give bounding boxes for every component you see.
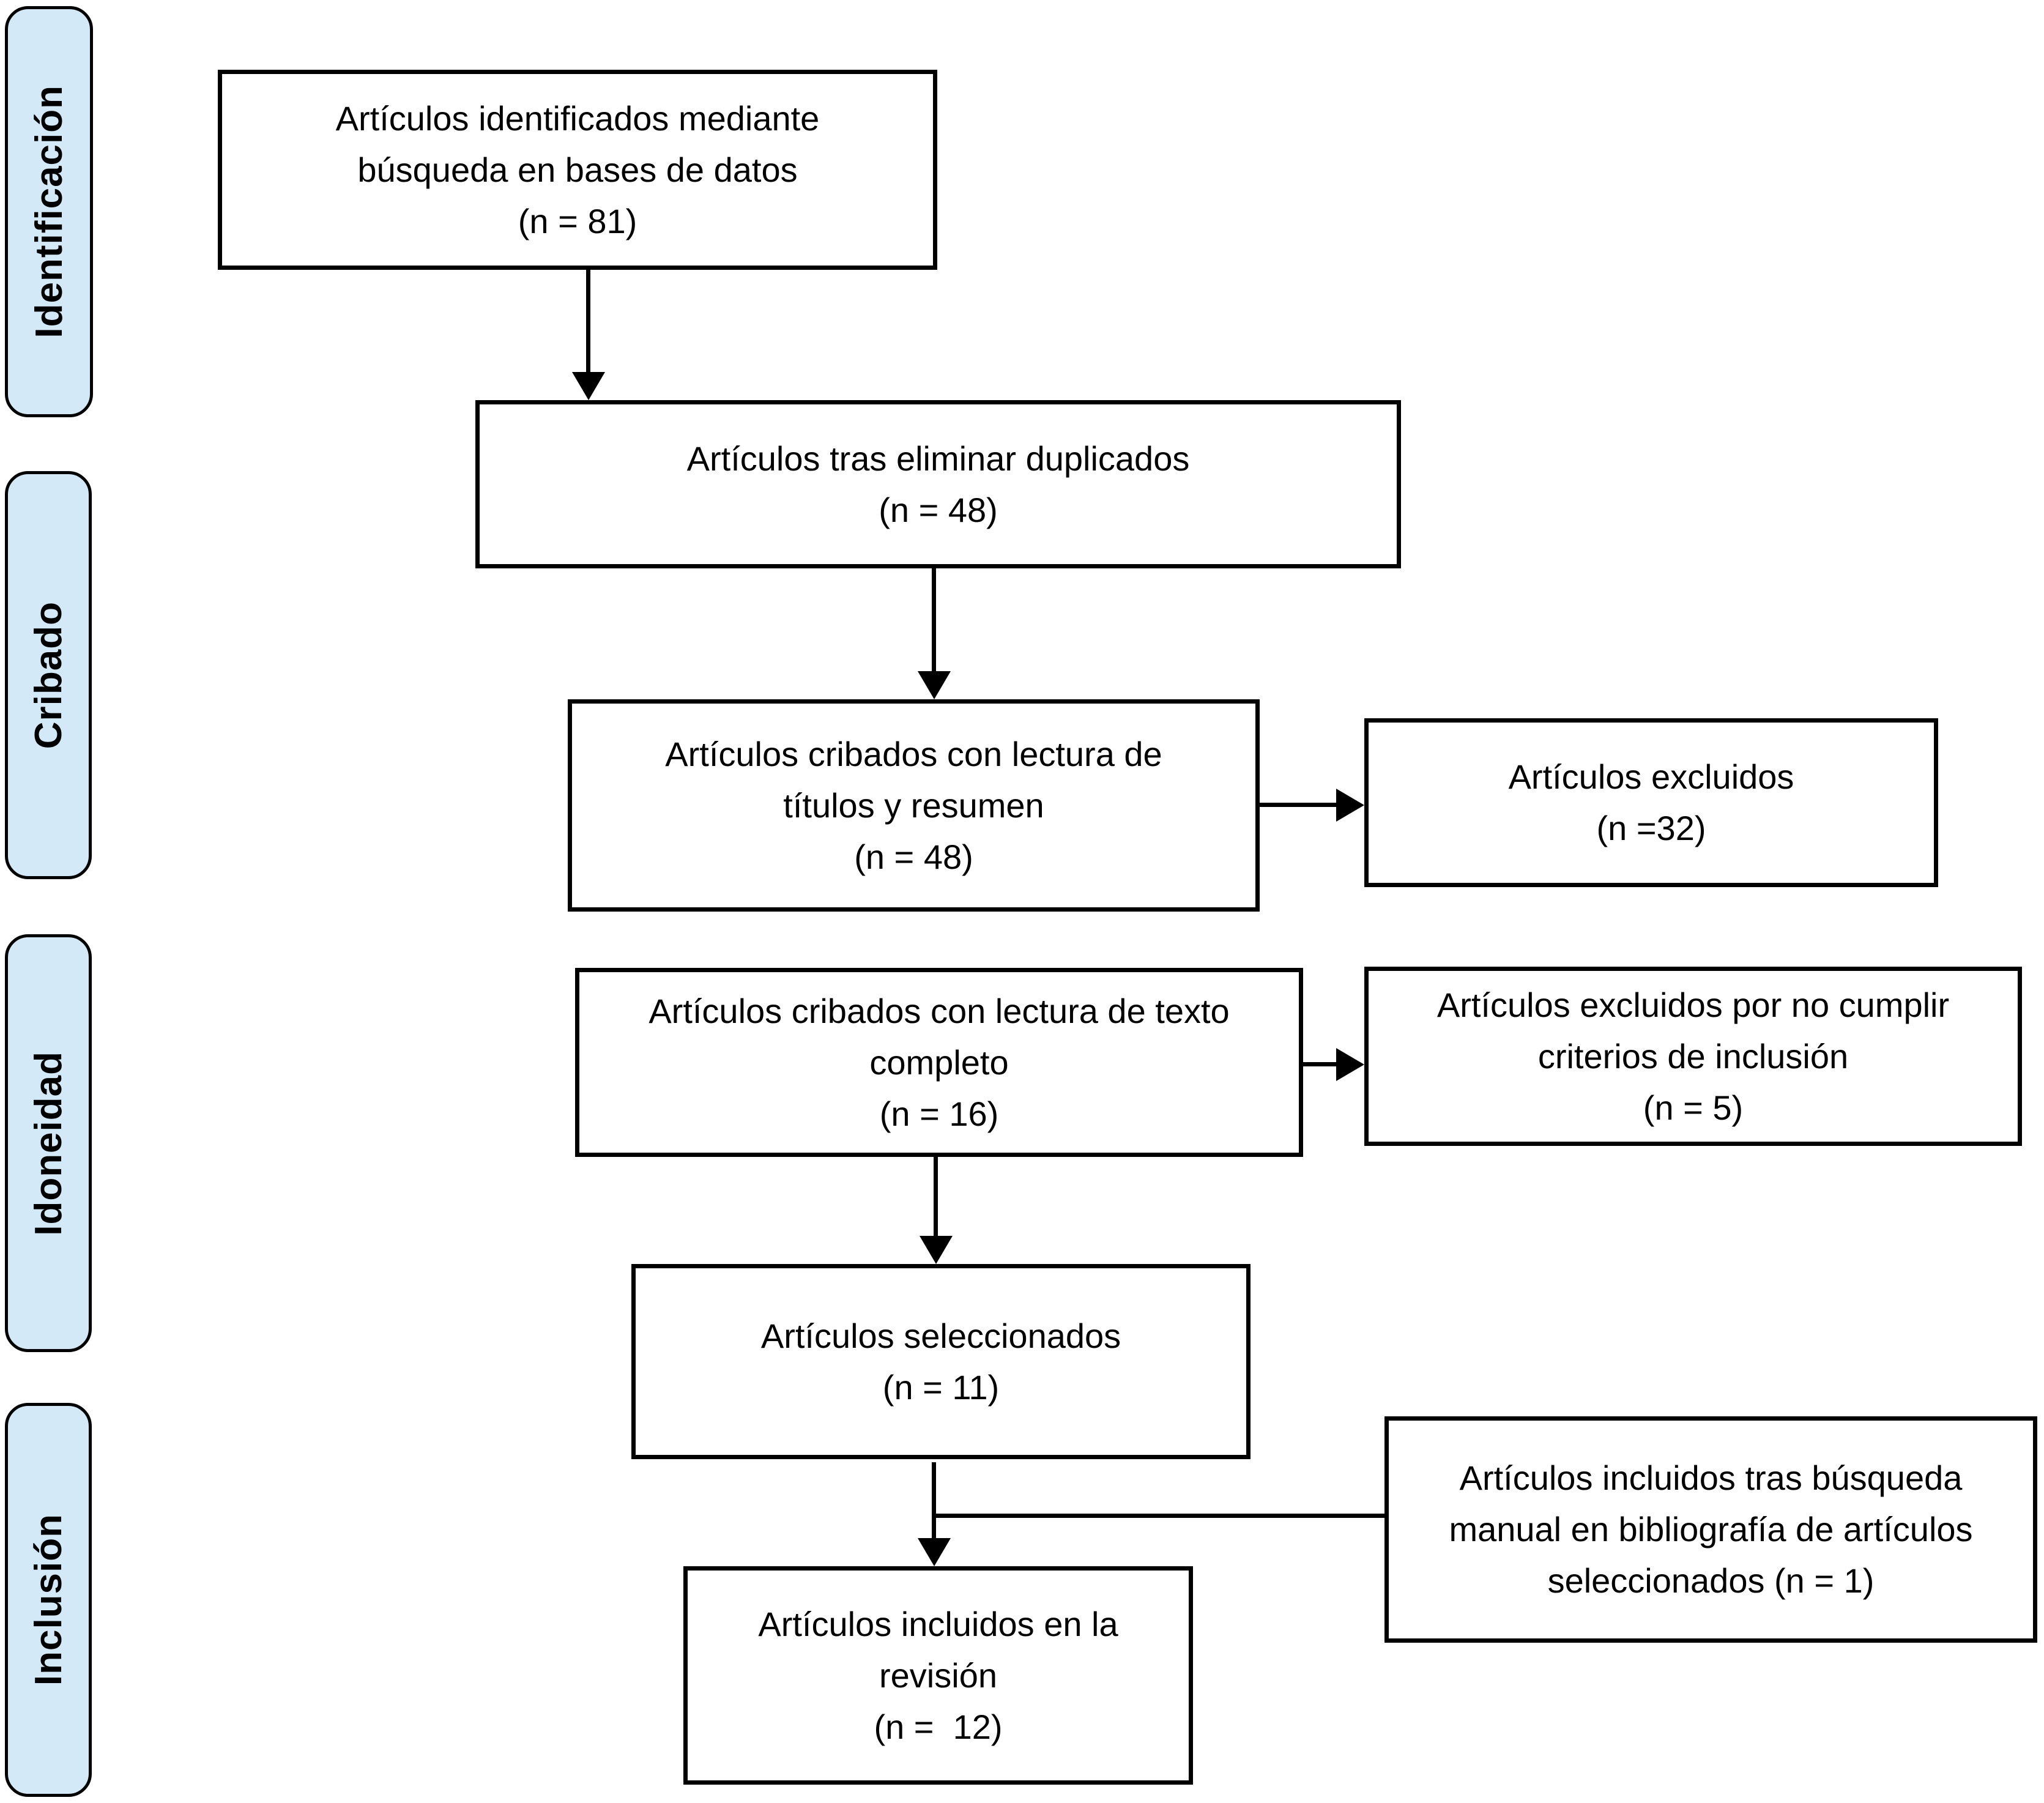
connector-manual-search-merge-line (934, 1514, 1384, 1518)
box-manual-search-included: Artículos incluidos tras búsqueda manual… (1384, 1416, 2037, 1643)
arrow-screen1-to-excluded-head-icon (1336, 789, 1364, 822)
box-articles-selected: Artículos seleccionados (n = 11) (631, 1264, 1251, 1459)
arrow-dedup-to-screen1-head-icon (918, 671, 951, 699)
arrow-screen2-to-excluded-line (1303, 1062, 1336, 1066)
box-included-in-review: Artículos incluidos en la revisión (n = … (683, 1566, 1193, 1785)
arrow-selected-to-review-head-icon (918, 1538, 951, 1566)
box-excluded-title-abstract: Artículos excluidos (n =32) (1364, 718, 1938, 887)
stage-label-inclusion: Inclusión (27, 1514, 70, 1686)
box-screened-fulltext: Artículos cribados con lectura de texto … (575, 968, 1303, 1157)
arrow-selected-to-review-line (932, 1462, 936, 1538)
box-excluded-fulltext: Artículos excluidos por no cumplir crite… (1364, 967, 2022, 1146)
stage-label-idoneidad: Idoneidad (27, 1050, 70, 1236)
arrow-identified-to-dedup-head-icon (572, 372, 605, 400)
stage-pill-identificacion: Identificación (5, 6, 93, 417)
arrow-screen1-to-excluded-line (1260, 803, 1336, 807)
arrow-screen2-to-selected-head-icon (920, 1236, 953, 1264)
stage-pill-idoneidad: Idoneidad (5, 934, 92, 1352)
stage-pill-inclusion: Inclusión (5, 1403, 92, 1797)
stage-pill-cribado: Cribado (5, 471, 92, 879)
stage-label-cribado: Cribado (27, 601, 70, 749)
arrow-screen2-to-excluded-head-icon (1336, 1048, 1364, 1081)
arrow-dedup-to-screen1-line (932, 568, 936, 671)
box-articles-identified: Artículos identificados mediante búsqued… (218, 70, 937, 270)
box-screened-title-abstract: Artículos cribados con lectura de título… (568, 699, 1260, 912)
stage-label-identificacion: Identificación (28, 85, 70, 338)
arrow-identified-to-dedup-line (586, 270, 590, 373)
arrow-screen2-to-selected-line (934, 1157, 938, 1236)
box-after-duplicates-removed: Artículos tras eliminar duplicados (n = … (475, 400, 1401, 568)
